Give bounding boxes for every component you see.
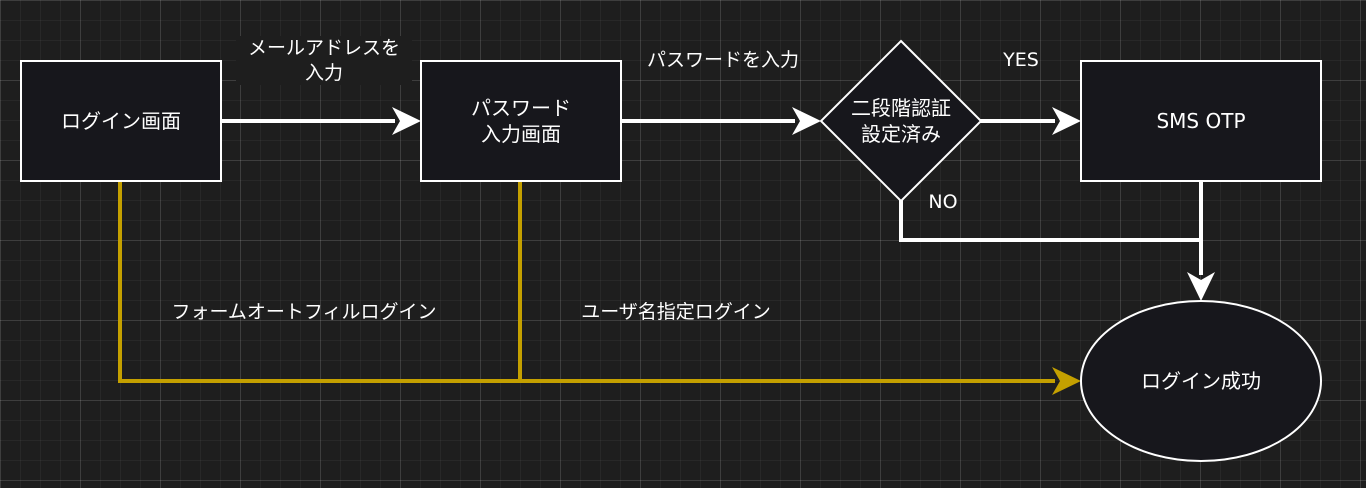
autofill-arrowhead [1052,367,1081,395]
arrowhead-password-to-check [792,107,821,135]
edge-label-yes: YES [1003,49,1039,71]
password-screen-node: パスワード 入力画面 [420,60,622,182]
two-factor-decision-diamond [819,39,983,203]
login-success-node: ログイン成功 [1080,300,1322,462]
arrowhead-check-to-sms [1052,107,1081,135]
arrow-check-no-path [899,200,1201,242]
arrowhead-login-to-password [392,107,421,135]
edge-label-enter-password: パスワードを入力 [646,49,799,71]
edge-label-username-login: ユーザ名指定ログイン [581,301,771,323]
sms-otp-node: SMS OTP [1080,60,1322,182]
edge-label-form-autofill-login: フォームオートフィルログイン [171,301,437,323]
login-screen-label: ログイン画面 [61,109,181,133]
login-success-label: ログイン成功 [1141,369,1261,393]
password-screen-label: パスワード 入力画面 [471,96,571,146]
sms-otp-label: SMS OTP [1156,109,1246,133]
arrowhead-sms-to-success [1187,272,1215,301]
autofill-path-from-login [118,181,1055,383]
edge-label-enter-email: メールアドレスを 入力 [236,36,412,86]
two-factor-check-label: 二段階認証 設定済み [851,96,951,146]
edge-label-no: NO [928,191,958,213]
login-screen-node: ログイン画面 [20,60,222,182]
